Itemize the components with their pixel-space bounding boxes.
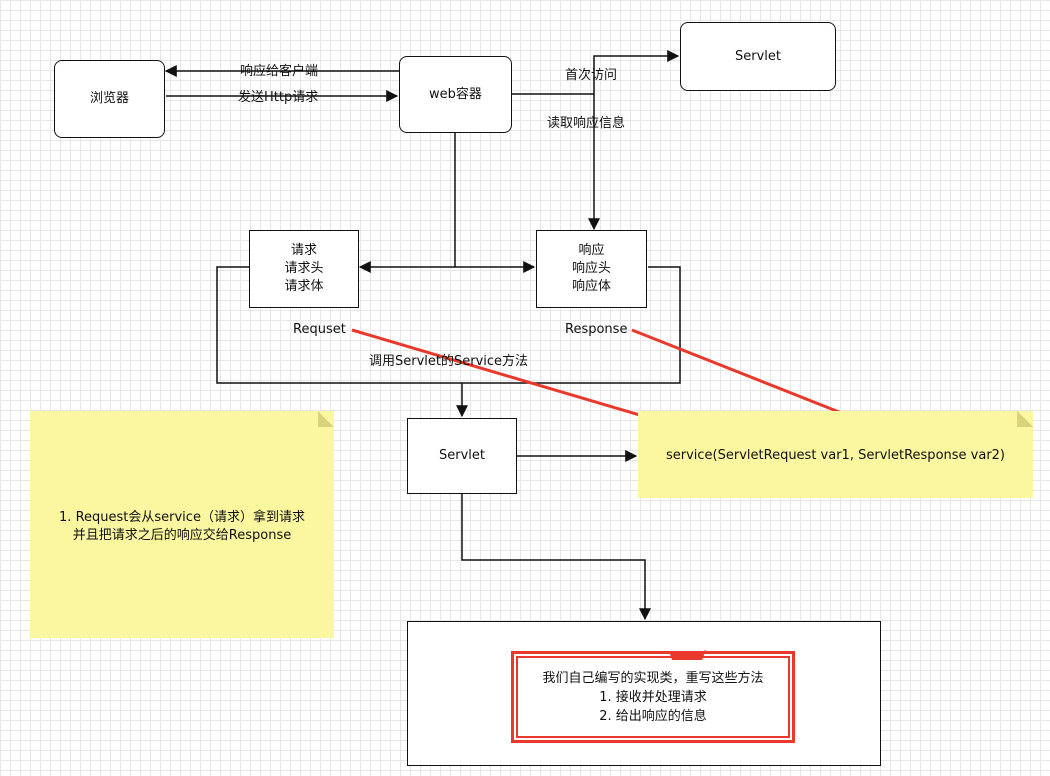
request-node: 请求 请求头 请求体 (249, 230, 359, 308)
label-first-visit: 首次访问 (565, 68, 618, 83)
browser-label: 浏览器 (89, 91, 129, 106)
servlet-mid-label: Servlet (439, 448, 485, 463)
service-signature-note: service(ServletRequest var1, ServletResp… (638, 411, 1033, 498)
servlet-top-label: Servlet (735, 48, 781, 64)
label-call-service: 调用Servlet的Service方法 (369, 354, 529, 369)
label-requset: Requset (293, 322, 346, 337)
impl-line-1: 我们自己编写的实现类，重写这些方法 (542, 670, 764, 686)
label-read-response: 读取响应信息 (547, 116, 626, 131)
servlet-top-node: Servlet (680, 22, 836, 91)
request-line-2: 请求头 (284, 261, 324, 276)
browser-node: 浏览器 (54, 60, 165, 138)
response-node: 响应 响应头 响应体 (536, 230, 647, 308)
response-line-3: 响应体 (571, 279, 611, 294)
label-resp-to-client: 响应给客户端 (240, 64, 319, 79)
impl-highlight-frame: 我们自己编写的实现类，重写这些方法 1. 接收并处理请求 2. 给出响应的信息 (511, 651, 795, 743)
impl-line-3: 2. 给出响应的信息 (599, 708, 707, 724)
left-note-line-2: 并且把请求之后的响应交给Response (72, 528, 292, 543)
service-signature-text: service(ServletRequest var1, ServletResp… (665, 448, 1006, 463)
edge-to-impl (461, 494, 651, 621)
web-container-label: web容器 (429, 86, 482, 102)
label-send-http: 发送Http请求 (238, 90, 319, 105)
request-line-3: 请求体 (284, 279, 324, 294)
label-response: Response (565, 322, 628, 337)
servlet-mid-node: Servlet (407, 418, 517, 494)
left-note-line-1: 1. Request会从service（请求）拿到请求 (59, 510, 305, 525)
impl-pointer-icon (670, 650, 706, 660)
impl-container: 我们自己编写的实现类，重写这些方法 1. 接收并处理请求 2. 给出响应的信息 (407, 621, 881, 766)
note-fold-corner (318, 411, 334, 427)
left-note-text: 1. Request会从service（请求）拿到请求 并且把请求之后的响应交给… (30, 509, 334, 545)
note-fold-corner-right (1017, 411, 1033, 427)
left-note: 1. Request会从service（请求）拿到请求 并且把请求之后的响应交给… (30, 411, 334, 638)
web-container-node: web容器 (399, 56, 512, 133)
response-line-1: 响应 (578, 243, 605, 258)
impl-line-2: 1. 接收并处理请求 (599, 689, 707, 705)
response-line-2: 响应头 (571, 261, 611, 276)
impl-highlight-inner: 我们自己编写的实现类，重写这些方法 1. 接收并处理请求 2. 给出响应的信息 (516, 656, 790, 738)
request-line-1: 请求 (290, 243, 317, 258)
